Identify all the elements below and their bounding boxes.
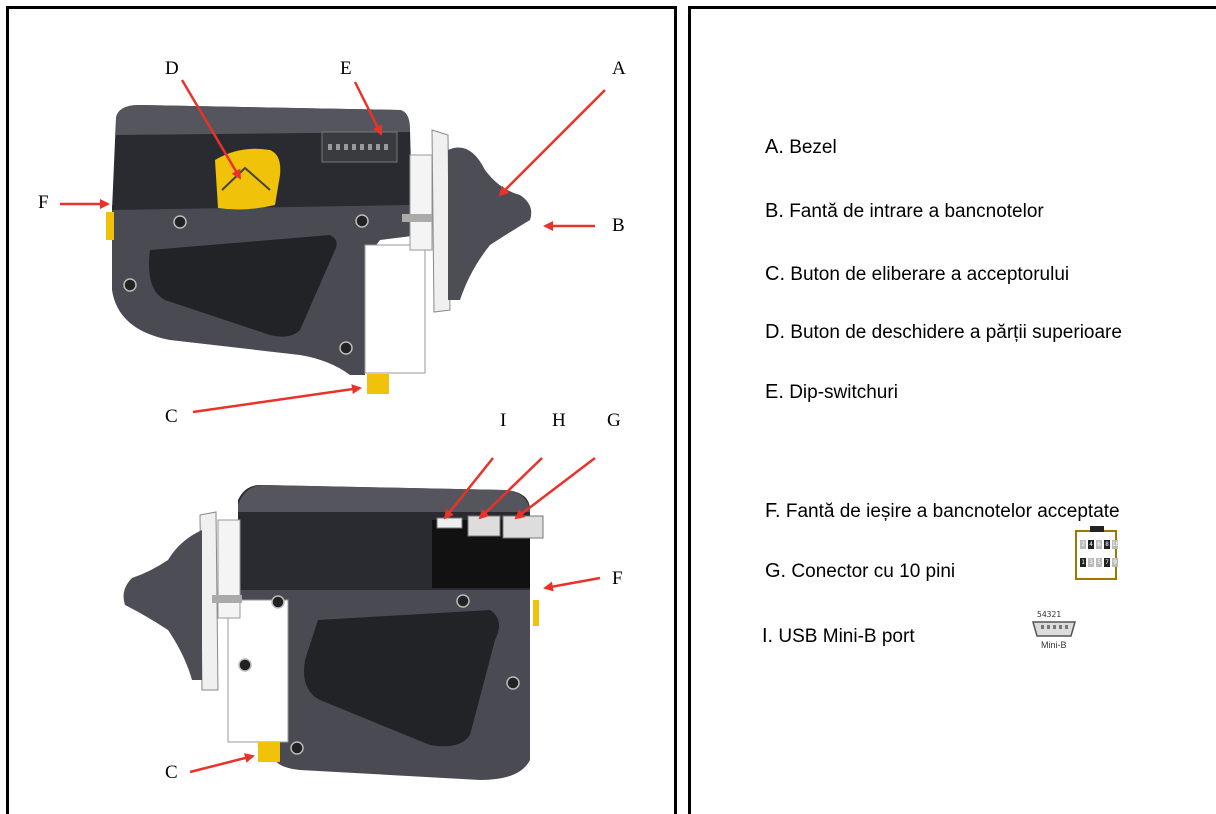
callout-b: B — [612, 215, 625, 236]
bottom-device-usb-port — [436, 517, 463, 529]
legend-panel — [688, 6, 1216, 814]
top-device-grip — [149, 235, 337, 337]
usb-label: Mini-B — [1041, 640, 1067, 650]
bottom-device — [123, 485, 544, 780]
top-device-module — [364, 244, 426, 374]
legend-item-g: G. Conector cu 10 pini — [765, 560, 956, 582]
bottom-device-connector-h — [467, 515, 501, 537]
callout-i: I — [500, 410, 507, 431]
connector-pin: 2 — [1080, 540, 1086, 549]
legend-item-f: F. Fantă de ieșire a bancnotelor accepta… — [765, 500, 1120, 522]
connector-pin: 4 — [1088, 540, 1094, 549]
top-device-yellow-button — [215, 148, 281, 210]
legend-item-i: I. USB Mini-B port — [762, 625, 915, 647]
top-device-bezel — [448, 147, 532, 300]
bottom-device-grip — [304, 610, 499, 747]
callout-f-top: F — [38, 192, 49, 213]
connector-pin: 1 — [1080, 558, 1086, 567]
callout-arrows — [60, 79, 606, 774]
callout-c-bottom: C — [165, 762, 178, 783]
usb-mini-b-icon: 54321 Mini-B — [1027, 610, 1087, 656]
callout-e: E — [340, 58, 352, 79]
top-device-bezel-plate — [431, 129, 451, 313]
legend-item-e: E. Dip-switchuri — [765, 381, 898, 403]
connector-pin: 3 — [1088, 558, 1094, 567]
diagram-panel — [6, 6, 677, 814]
top-device-release-button — [367, 374, 389, 394]
callout-f-bottom: F — [612, 568, 623, 589]
callout-g: G — [607, 410, 621, 431]
bottom-device-bezel — [123, 530, 202, 680]
callout-d: D — [165, 58, 179, 79]
legend-item-a: A. Bezel — [765, 136, 837, 158]
legend-item-b: B. Fantă de intrare a bancnotelor — [765, 200, 1044, 222]
callout-a: A — [612, 58, 626, 79]
usb-pin-numbers: 54321 — [1037, 610, 1062, 619]
callout-c-top: C — [165, 406, 178, 427]
top-device — [106, 105, 532, 394]
callout-h: H — [552, 410, 566, 431]
legend-item-d: D. Buton de deschidere a părții superioa… — [765, 321, 1122, 343]
bottom-device-release-button — [258, 742, 280, 762]
connector-pin: 9 — [1112, 558, 1118, 567]
bottom-device-connector-g — [502, 515, 544, 539]
connector-pin: 8 — [1104, 540, 1110, 549]
legend-item-c: C. Buton de eliberare a acceptorului — [765, 263, 1070, 285]
connector-pin: 7 — [1104, 558, 1110, 567]
connector-pin: 5 — [1096, 558, 1102, 567]
bottom-device-module — [227, 599, 289, 743]
connector-pin: 6 — [1096, 540, 1102, 549]
connector-pin: 10 — [1112, 540, 1120, 549]
